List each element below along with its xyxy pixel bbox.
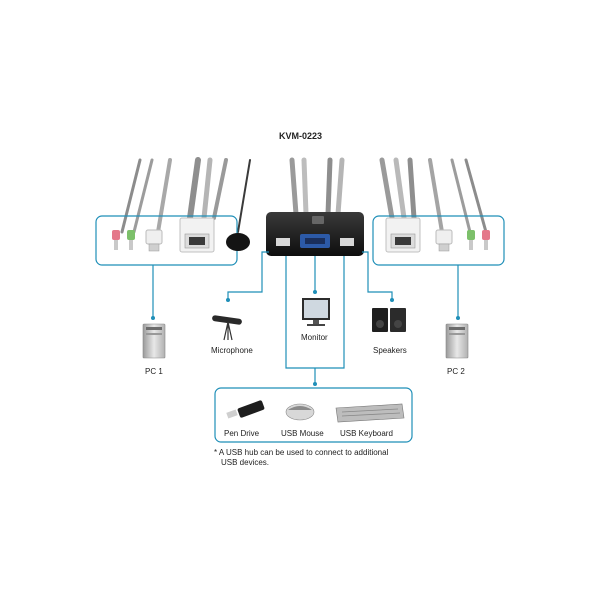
- connector-lines: [152, 251, 459, 384]
- pc1-audio-plug-green: [127, 230, 135, 250]
- pen-drive-label: Pen Drive: [224, 429, 260, 438]
- pc2-audio-plug-green: [467, 230, 475, 250]
- pc2-audio-plug-pink: [482, 230, 490, 250]
- usb-hub-note: * A USB hub can be used to connect to ad…: [214, 448, 388, 468]
- pen-drive-icon: [226, 400, 265, 419]
- kvm-usb-port-right: [340, 238, 354, 246]
- usb-hub-note-line2: USB devices.: [221, 458, 270, 467]
- microphone-icon: [212, 315, 242, 341]
- cable-bundle-center: [289, 157, 345, 217]
- pc2-label: PC 2: [447, 367, 465, 376]
- usb-mouse-icon: [285, 403, 315, 421]
- pc2-vga-plug: [385, 217, 421, 253]
- microphone-label: Microphone: [211, 346, 253, 355]
- diagram-title: KVM-0223: [279, 131, 323, 141]
- cable-bundle-right: [379, 157, 488, 234]
- monitor-icon: [302, 298, 330, 326]
- monitor-label: Monitor: [301, 333, 328, 342]
- kvm-logo: [312, 216, 324, 224]
- pc1-audio-plug-pink: [112, 230, 120, 250]
- pc1-usb-plug: [145, 229, 163, 252]
- speakers-label: Speakers: [373, 346, 407, 355]
- pc1-vga-plug: [179, 217, 215, 253]
- usb-keyboard-label: USB Keyboard: [340, 429, 393, 438]
- usb-devices-box: [214, 387, 413, 443]
- pc2-usb-plug: [435, 229, 453, 252]
- speakers-icon: [372, 308, 406, 332]
- usb-mouse-label: USB Mouse: [281, 429, 324, 438]
- usb-hub-note-line1: * A USB hub can be used to connect to ad…: [214, 448, 389, 457]
- usb-keyboard-icon: [335, 403, 405, 423]
- remote-puck: [226, 233, 250, 251]
- kvm-switch: [266, 212, 364, 256]
- cable-bundle-left: [120, 157, 251, 234]
- pc2-tower-icon: [445, 323, 469, 359]
- pc1-tower-icon: [142, 323, 166, 359]
- pc2-connector-box: [372, 215, 505, 266]
- pc1-label: PC 1: [145, 367, 163, 376]
- kvm-usb-port-left: [276, 238, 290, 246]
